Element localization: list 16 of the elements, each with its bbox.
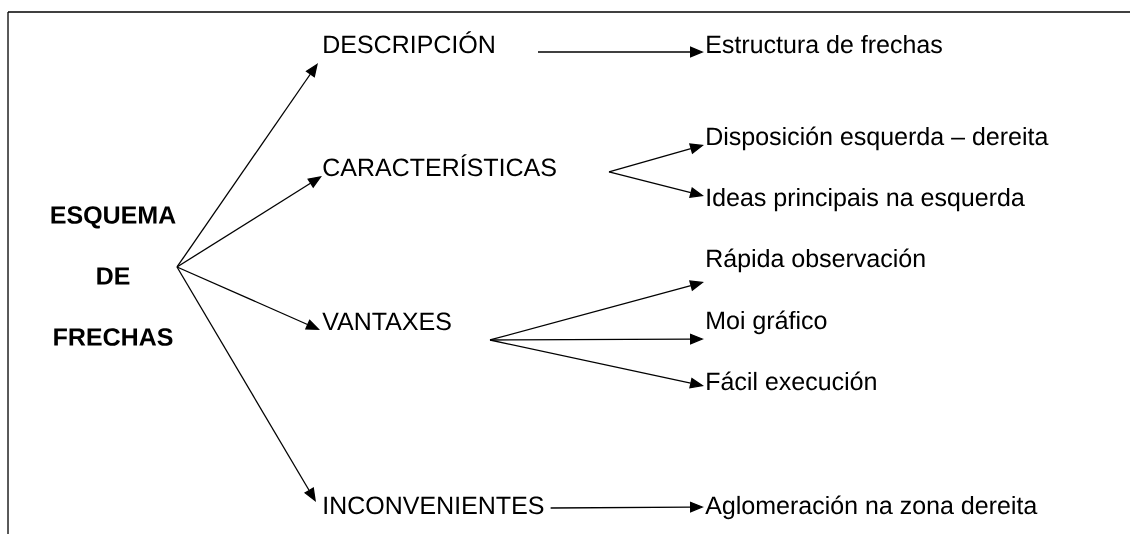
arrow: [176, 266, 316, 502]
branch-label: INCONVENIENTES: [324, 496, 544, 515]
item-label: Ideas principais na esquerda: [707, 187, 1025, 212]
branch-label: DESCRIPCIÓN: [324, 31, 494, 54]
arrow: [176, 63, 318, 268]
item-label: Fácil execución: [707, 371, 876, 391]
item-label: Estructura de frechas: [707, 34, 942, 54]
item-label: Rápida observación: [707, 248, 925, 273]
arrow: [176, 176, 322, 268]
item-label: Disposición esquerda – dereita: [707, 126, 1049, 151]
topic-label: ESQUEMA DE FRECHAS: [51, 206, 176, 346]
item-label: Aglomeración na zona dereita: [705, 495, 1038, 520]
branch-label: VANTAXES: [322, 312, 451, 331]
arrow: [176, 266, 320, 330]
item-label: Moi gráfico: [707, 310, 827, 335]
branch-label: CARACTERÍSTICAS: [323, 154, 556, 177]
